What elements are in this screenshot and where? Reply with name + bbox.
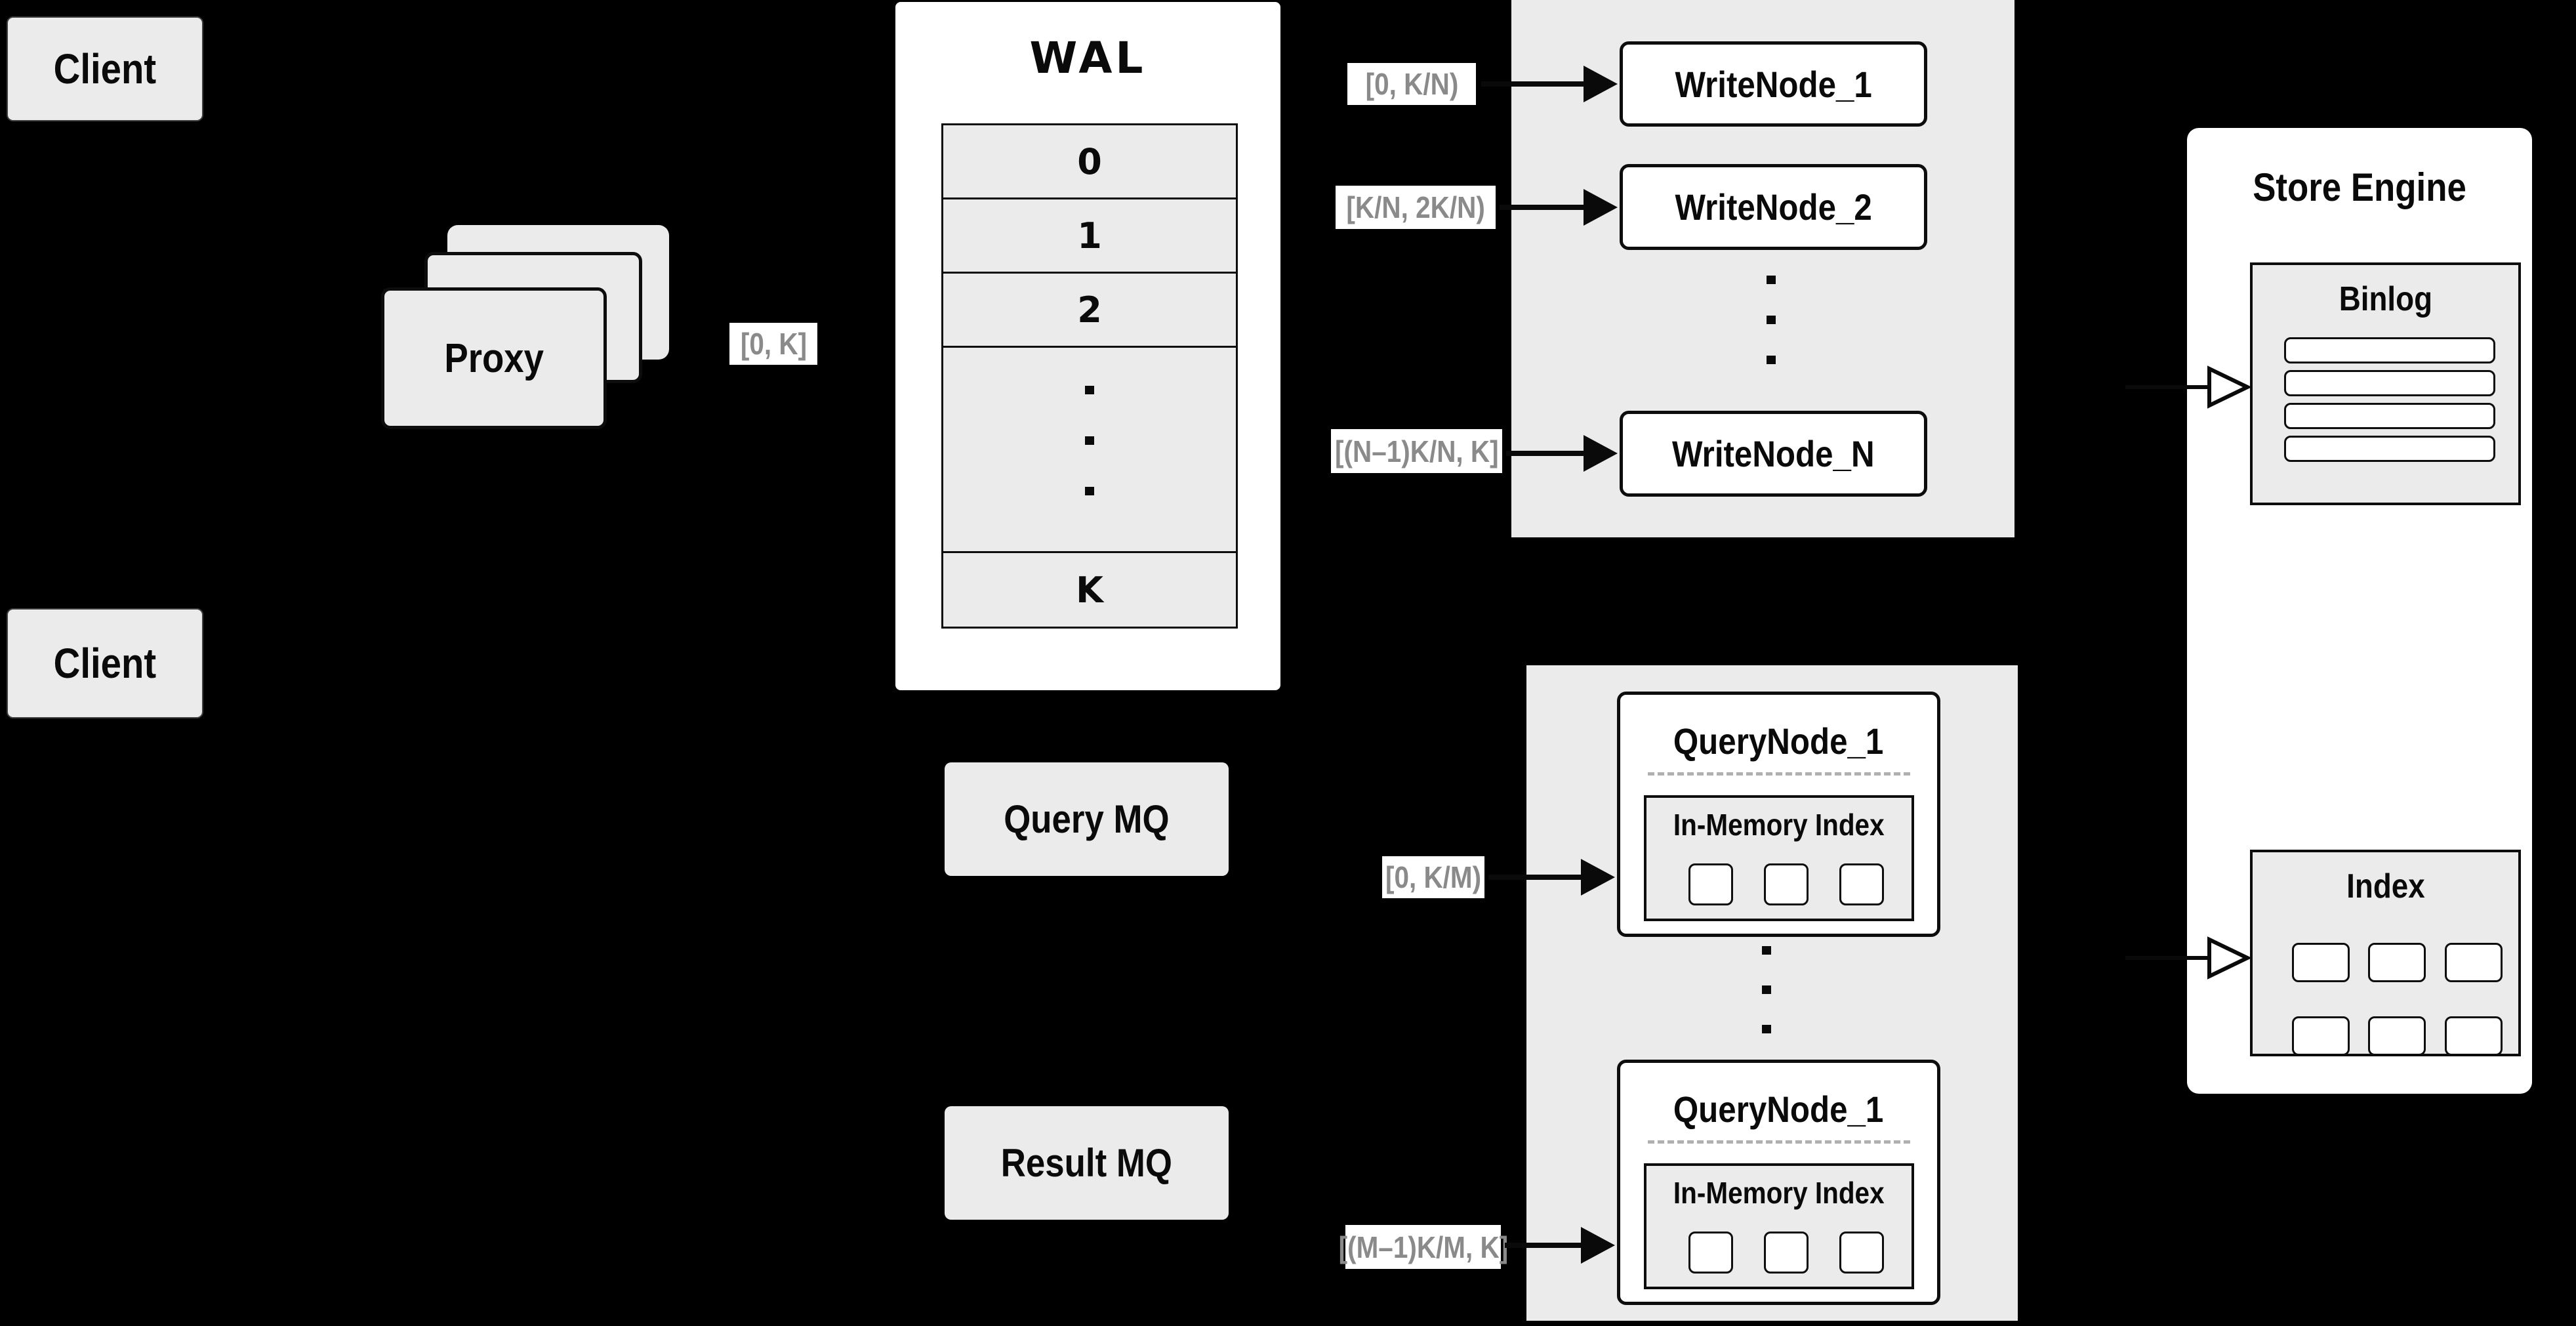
index-segment: [2445, 1016, 2503, 1056]
client-bottom-label: Client: [53, 640, 157, 687]
range-label-proxy-wal-text: [0, K]: [740, 327, 807, 361]
proxy-label: Proxy: [444, 335, 544, 381]
store-engine-panel: Store Engine Binlog Index: [2187, 128, 2532, 1094]
dot: [1085, 487, 1094, 495]
arrow-to-write-node-1: [1481, 66, 1618, 102]
dot: [1767, 356, 1776, 364]
dot: [1767, 316, 1776, 324]
ellipsis-dots: [1762, 946, 1771, 1033]
dot: [1762, 1025, 1771, 1033]
write-node-1-label: WriteNode_1: [1675, 63, 1872, 105]
binlog-box: Binlog: [2250, 262, 2521, 505]
write-node-n-label: WriteNode_N: [1672, 433, 1875, 474]
store-engine-title: Store Engine: [2253, 165, 2466, 209]
wal-row-k: K: [941, 551, 1238, 629]
dot: [1762, 985, 1771, 994]
query-node-2-title-wrap: QueryNode_1: [1620, 1086, 1937, 1132]
index-title-wrap: Index: [2253, 867, 2518, 906]
binlog-segment: [2284, 403, 2495, 429]
write-node-2-label: WriteNode_2: [1675, 186, 1872, 228]
query-mq-box: Query MQ: [945, 762, 1229, 876]
client-box-top: Client: [7, 16, 203, 121]
range-label-write-node-2: [K/N, 2K/N): [1336, 186, 1496, 229]
in-memory-index-title-wrap: In-Memory Index: [1646, 1175, 1912, 1211]
in-memory-index-title-wrap: In-Memory Index: [1646, 807, 1912, 842]
wal-row-0-label: 0: [1077, 140, 1102, 182]
dashed-separator: [1648, 1140, 1910, 1144]
memory-segment: [1688, 863, 1733, 905]
memory-segment: [1764, 1232, 1809, 1274]
store-engine-title-wrap: Store Engine: [2187, 164, 2532, 210]
query-node-2: QueryNode_1 In-Memory Index: [1617, 1060, 1940, 1305]
range-label-query-node-2: [(M–1)K/M, K]: [1338, 1225, 1508, 1269]
query-node-1-title: QueryNode_1: [1673, 720, 1884, 762]
range-label-write-node-2-text: [K/N, 2K/N): [1346, 190, 1485, 224]
write-node-2: WriteNode_2: [1620, 164, 1927, 250]
in-memory-index-box: In-Memory Index: [1644, 1163, 1914, 1289]
result-mq-box: Result MQ: [945, 1106, 1229, 1220]
range-label-write-node-1: [0, K/N): [1347, 63, 1476, 105]
write-node-1: WriteNode_1: [1620, 41, 1927, 127]
wal-panel: WAL 0 1 2 K: [895, 2, 1280, 690]
wal-row-k-label: K: [1076, 569, 1103, 611]
wal-row-2-label: 2: [1077, 289, 1102, 331]
binlog-segment: [2284, 337, 2495, 363]
index-box: Index: [2250, 850, 2521, 1056]
binlog-title: Binlog: [2339, 280, 2432, 318]
index-segment: [2368, 1016, 2426, 1056]
range-label-write-node-n: [(N–1)K/N, K]: [1331, 429, 1502, 473]
in-memory-index-title: In-Memory Index: [1673, 1176, 1885, 1210]
dot: [1085, 436, 1094, 445]
arrow-to-write-node-n: [1506, 435, 1618, 472]
index-segment: [2292, 1016, 2350, 1056]
dot: [1762, 946, 1771, 955]
index-segment: [2292, 943, 2350, 982]
query-node-1-title-wrap: QueryNode_1: [1620, 718, 1937, 764]
range-label-write-node-n-text: [(N–1)K/N, K]: [1334, 434, 1499, 468]
binlog-title-wrap: Binlog: [2253, 280, 2518, 319]
range-label-write-node-1-text: [0, K/N): [1365, 67, 1458, 101]
query-mq-label: Query MQ: [1004, 797, 1170, 841]
index-title: Index: [2346, 867, 2425, 905]
memory-segment: [1688, 1232, 1733, 1274]
arrow-to-write-node-2: [1500, 189, 1618, 226]
ellipsis-dots: [943, 386, 1236, 495]
index-segment: [2445, 943, 2503, 982]
memory-segment: [1764, 863, 1809, 905]
range-label-query-node-2-text: [(M–1)K/M, K]: [1338, 1230, 1508, 1264]
wal-title: WAL: [1029, 32, 1147, 83]
binlog-segment: [2284, 436, 2495, 462]
dot: [1085, 386, 1094, 394]
wal-row-1-label: 1: [1077, 215, 1102, 257]
in-memory-index-title: In-Memory Index: [1673, 808, 1885, 842]
query-node-1: QueryNode_1 In-Memory Index: [1617, 692, 1940, 937]
open-arrow-to-binlog: [2125, 365, 2252, 409]
wal-title-wrap: WAL: [895, 32, 1280, 83]
result-mq-label: Result MQ: [1000, 1141, 1173, 1185]
range-label-proxy-wal: [0, K]: [729, 323, 817, 365]
index-segment: [2368, 943, 2426, 982]
client-top-label: Client: [53, 45, 157, 93]
binlog-segment: [2284, 370, 2495, 396]
client-box-bottom: Client: [7, 608, 203, 718]
arrow-to-query-node-1: [1488, 859, 1615, 896]
range-label-query-node-1-text: [0, K/M): [1385, 860, 1482, 894]
arrow-to-query-node-2: [1505, 1227, 1615, 1264]
wal-row-1: 1: [941, 197, 1238, 274]
range-label-query-node-1: [0, K/M): [1382, 856, 1484, 898]
in-memory-index-box: In-Memory Index: [1644, 795, 1914, 921]
query-node-2-title: QueryNode_1: [1673, 1088, 1884, 1130]
open-arrow-to-index: [2125, 936, 2252, 980]
wal-row-ellipsis: [941, 346, 1238, 553]
memory-segment: [1839, 1232, 1884, 1274]
write-node-n: WriteNode_N: [1620, 411, 1927, 497]
memory-segment: [1839, 863, 1884, 905]
ellipsis-dots: [1767, 276, 1776, 364]
proxy-box: Proxy: [381, 287, 607, 429]
dot: [1767, 276, 1776, 284]
dashed-separator: [1648, 772, 1910, 776]
